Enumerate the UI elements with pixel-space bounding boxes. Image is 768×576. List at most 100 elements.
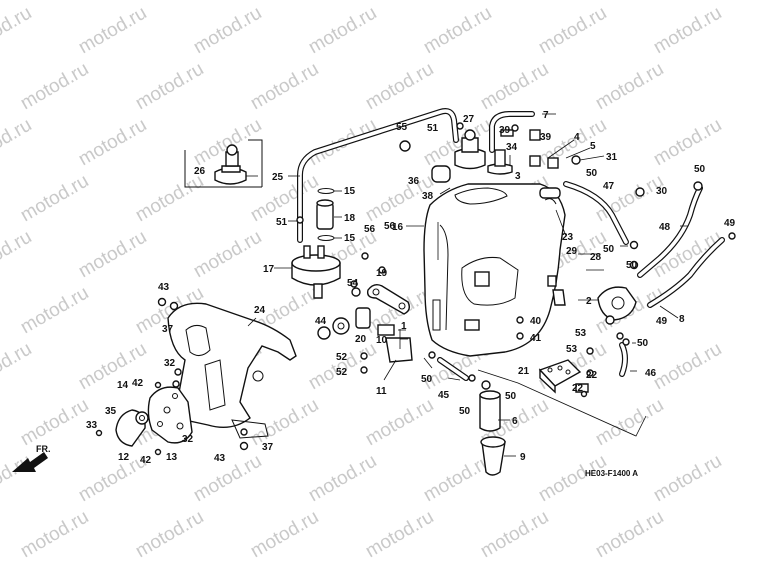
inset-cap-26 bbox=[184, 139, 263, 188]
part-label-56b: 56 bbox=[384, 221, 396, 232]
part-label-8: 8 bbox=[679, 314, 685, 325]
part-label-37b: 37 bbox=[262, 442, 274, 453]
front-arrow-icon: FR. bbox=[12, 444, 51, 472]
cup-9 bbox=[480, 436, 506, 476]
part-label-53b: 53 bbox=[566, 344, 578, 355]
small-parts bbox=[95, 122, 736, 456]
part-label-21: 21 bbox=[518, 366, 530, 377]
part-label-44: 44 bbox=[315, 316, 327, 327]
part-label-50a: 50 bbox=[694, 164, 706, 175]
part-label-39b: 39 bbox=[540, 132, 552, 143]
part-label-50d: 50 bbox=[626, 260, 638, 271]
part-label-5: 5 bbox=[590, 141, 596, 152]
part-label-4: 4 bbox=[574, 132, 580, 143]
diagram-code: HE03-F1400 A bbox=[585, 469, 638, 478]
cover-24 bbox=[167, 302, 297, 439]
part-label-33: 33 bbox=[86, 420, 98, 431]
filter-6 bbox=[479, 380, 501, 432]
part-label-48: 48 bbox=[659, 222, 671, 233]
bracket-19 bbox=[317, 283, 413, 363]
fuel-tank-16 bbox=[423, 183, 566, 357]
part-label-42a: 42 bbox=[132, 378, 144, 389]
knob-12 bbox=[115, 409, 149, 447]
part-label-40: 40 bbox=[530, 316, 542, 327]
part-label-20: 20 bbox=[355, 334, 367, 345]
part-label-50b: 50 bbox=[586, 168, 598, 179]
part-label-3: 3 bbox=[515, 171, 521, 182]
part-label-22a: 22 bbox=[586, 370, 598, 381]
part-label-2: 2 bbox=[586, 296, 592, 307]
part-label-28: 28 bbox=[590, 252, 602, 263]
part-label-19: 19 bbox=[376, 268, 388, 279]
part-label-49a: 49 bbox=[724, 218, 736, 229]
hose-8 bbox=[647, 237, 725, 308]
part-labels: 1 2 3 4 5 6 7 8 9 10 11 12 13 14 15 15 1… bbox=[86, 110, 736, 466]
hose-7 bbox=[489, 111, 535, 153]
part-label-47: 47 bbox=[603, 181, 615, 192]
part-label-34: 34 bbox=[506, 142, 518, 153]
fuel-cap-27 bbox=[454, 129, 513, 175]
part-label-52b: 52 bbox=[336, 367, 348, 378]
part-label-43a: 43 bbox=[158, 282, 170, 293]
part-label-43b: 43 bbox=[214, 453, 226, 464]
part-label-22b: 22 bbox=[572, 383, 584, 394]
part-label-24: 24 bbox=[254, 305, 266, 316]
part-label-29: 29 bbox=[566, 246, 578, 257]
part-label-42b: 42 bbox=[140, 455, 152, 466]
part-label-35: 35 bbox=[105, 406, 117, 417]
part-label-54: 54 bbox=[347, 278, 359, 289]
cover-13 bbox=[147, 386, 193, 444]
part-label-38: 38 bbox=[422, 191, 434, 202]
part-label-13: 13 bbox=[166, 452, 178, 463]
part-label-17: 17 bbox=[263, 264, 275, 275]
block-21 bbox=[538, 359, 594, 394]
part-label-15b: 15 bbox=[344, 233, 356, 244]
part-label-46: 46 bbox=[645, 368, 657, 379]
part-label-11: 11 bbox=[376, 386, 387, 397]
part-label-36: 36 bbox=[408, 176, 420, 187]
direction-label: FR. bbox=[36, 444, 51, 454]
part-label-32a: 32 bbox=[164, 358, 176, 369]
canister-17 bbox=[291, 245, 341, 299]
part-label-45: 45 bbox=[438, 390, 450, 401]
hose-47 bbox=[563, 181, 629, 245]
pump-2 bbox=[547, 275, 637, 325]
part-label-30: 30 bbox=[656, 186, 668, 197]
part-label-14: 14 bbox=[117, 380, 129, 391]
part-label-9: 9 bbox=[520, 452, 526, 463]
filter-18 bbox=[296, 188, 335, 241]
hose-48 bbox=[637, 185, 703, 278]
part-label-49b: 49 bbox=[656, 316, 668, 327]
part-label-27: 27 bbox=[463, 114, 475, 125]
part-label-18: 18 bbox=[344, 213, 356, 224]
part-label-32b: 32 bbox=[182, 434, 194, 445]
part-label-12: 12 bbox=[118, 452, 130, 463]
part-label-53a: 53 bbox=[575, 328, 587, 339]
part-label-50h: 50 bbox=[459, 406, 471, 417]
part-label-25: 25 bbox=[272, 172, 284, 183]
part-label-50e: 50 bbox=[637, 338, 649, 349]
hose-45 bbox=[437, 357, 469, 381]
part-label-7: 7 bbox=[543, 110, 549, 121]
part-label-50c: 50 bbox=[603, 244, 615, 255]
part-label-41: 41 bbox=[530, 333, 542, 344]
part-label-1: 1 bbox=[401, 321, 407, 332]
part-label-51b: 51 bbox=[276, 217, 288, 228]
part-label-39a: 39 bbox=[499, 125, 511, 136]
hose-46 bbox=[619, 342, 628, 377]
part-label-37a: 37 bbox=[162, 324, 174, 335]
part-label-56a: 56 bbox=[364, 224, 376, 235]
part-label-52a: 52 bbox=[336, 352, 348, 363]
part-label-10: 10 bbox=[376, 335, 388, 346]
part-label-16: 16 bbox=[392, 222, 404, 233]
part-label-6: 6 bbox=[512, 416, 518, 427]
breather-hose-25 bbox=[297, 108, 459, 243]
part-label-50g: 50 bbox=[505, 391, 517, 402]
part-label-55: 55 bbox=[396, 122, 408, 133]
part-label-31: 31 bbox=[606, 152, 618, 163]
part-label-23: 23 bbox=[562, 232, 574, 243]
part-label-15a: 15 bbox=[344, 186, 356, 197]
leader-lines bbox=[246, 113, 688, 457]
